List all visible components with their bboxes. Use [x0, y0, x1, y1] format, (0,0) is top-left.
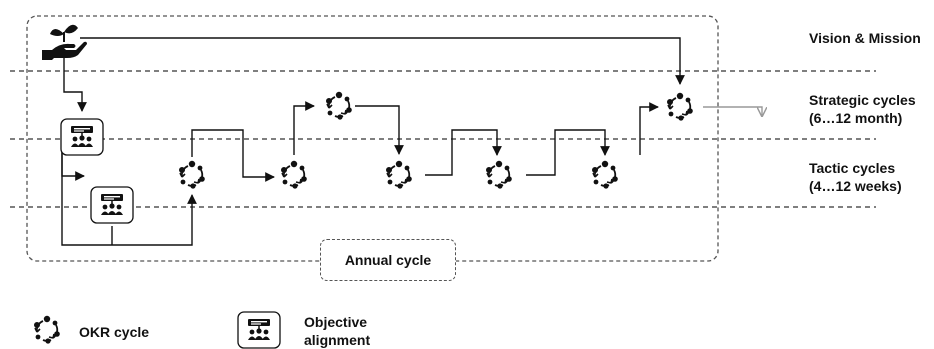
vision-to-strategic-end [80, 37, 685, 85]
t4-to-t5 [526, 129, 610, 176]
connection-lines [61, 37, 685, 246]
t3-to-t4 [425, 129, 502, 176]
legend-objective-alignment-label-1: Objective [304, 314, 368, 330]
objective-alignment-icon-2 [90, 186, 134, 224]
legend-objective-alignment-label-2: alignment [304, 332, 371, 348]
loop-upper [61, 150, 85, 181]
okr-cycle-icon-tactic-3 [385, 159, 413, 190]
t2-to-s1 [293, 101, 315, 155]
tactic-cycles-subtitle: (4…12 weeks) [809, 178, 902, 194]
strategic-cycles-subtitle: (6…12 month) [809, 110, 903, 126]
strategic-cycles-title: Strategic cycles [809, 92, 916, 108]
continuation-arrow [703, 106, 762, 116]
vision-mission-label: Vision & Mission [809, 30, 921, 46]
annual-cycle-box: Annual cycle [320, 239, 456, 281]
legend-okr-cycle-icon [33, 314, 61, 345]
alignment-loop-left [61, 150, 197, 246]
okr-cycle-icon-tactic-1 [178, 159, 206, 190]
t1-to-t2 [191, 129, 275, 182]
legend-objective-alignment-icon [237, 311, 281, 349]
okr-cycle-icon-tactic-5 [591, 159, 619, 190]
okr-cycle-icon-strategic-2 [666, 91, 694, 122]
tactic-cycles-title: Tactic cycles [809, 160, 896, 176]
t5-to-s2 [639, 102, 659, 155]
plant-hand-icon [42, 24, 87, 60]
okr-cycle-icon-tactic-2 [280, 159, 308, 190]
okr-cycle-icon-tactic-4 [485, 159, 513, 190]
vision-to-alignment-1 [63, 58, 87, 112]
legend-okr-cycle-label: OKR cycle [79, 324, 150, 340]
annual-cycle-label: Annual cycle [344, 252, 432, 268]
okr-cycle-icon-strategic-1 [325, 90, 353, 121]
s1-to-t3 [355, 105, 404, 155]
band-separators [10, 70, 876, 208]
objective-alignment-icon-1 [60, 118, 104, 156]
